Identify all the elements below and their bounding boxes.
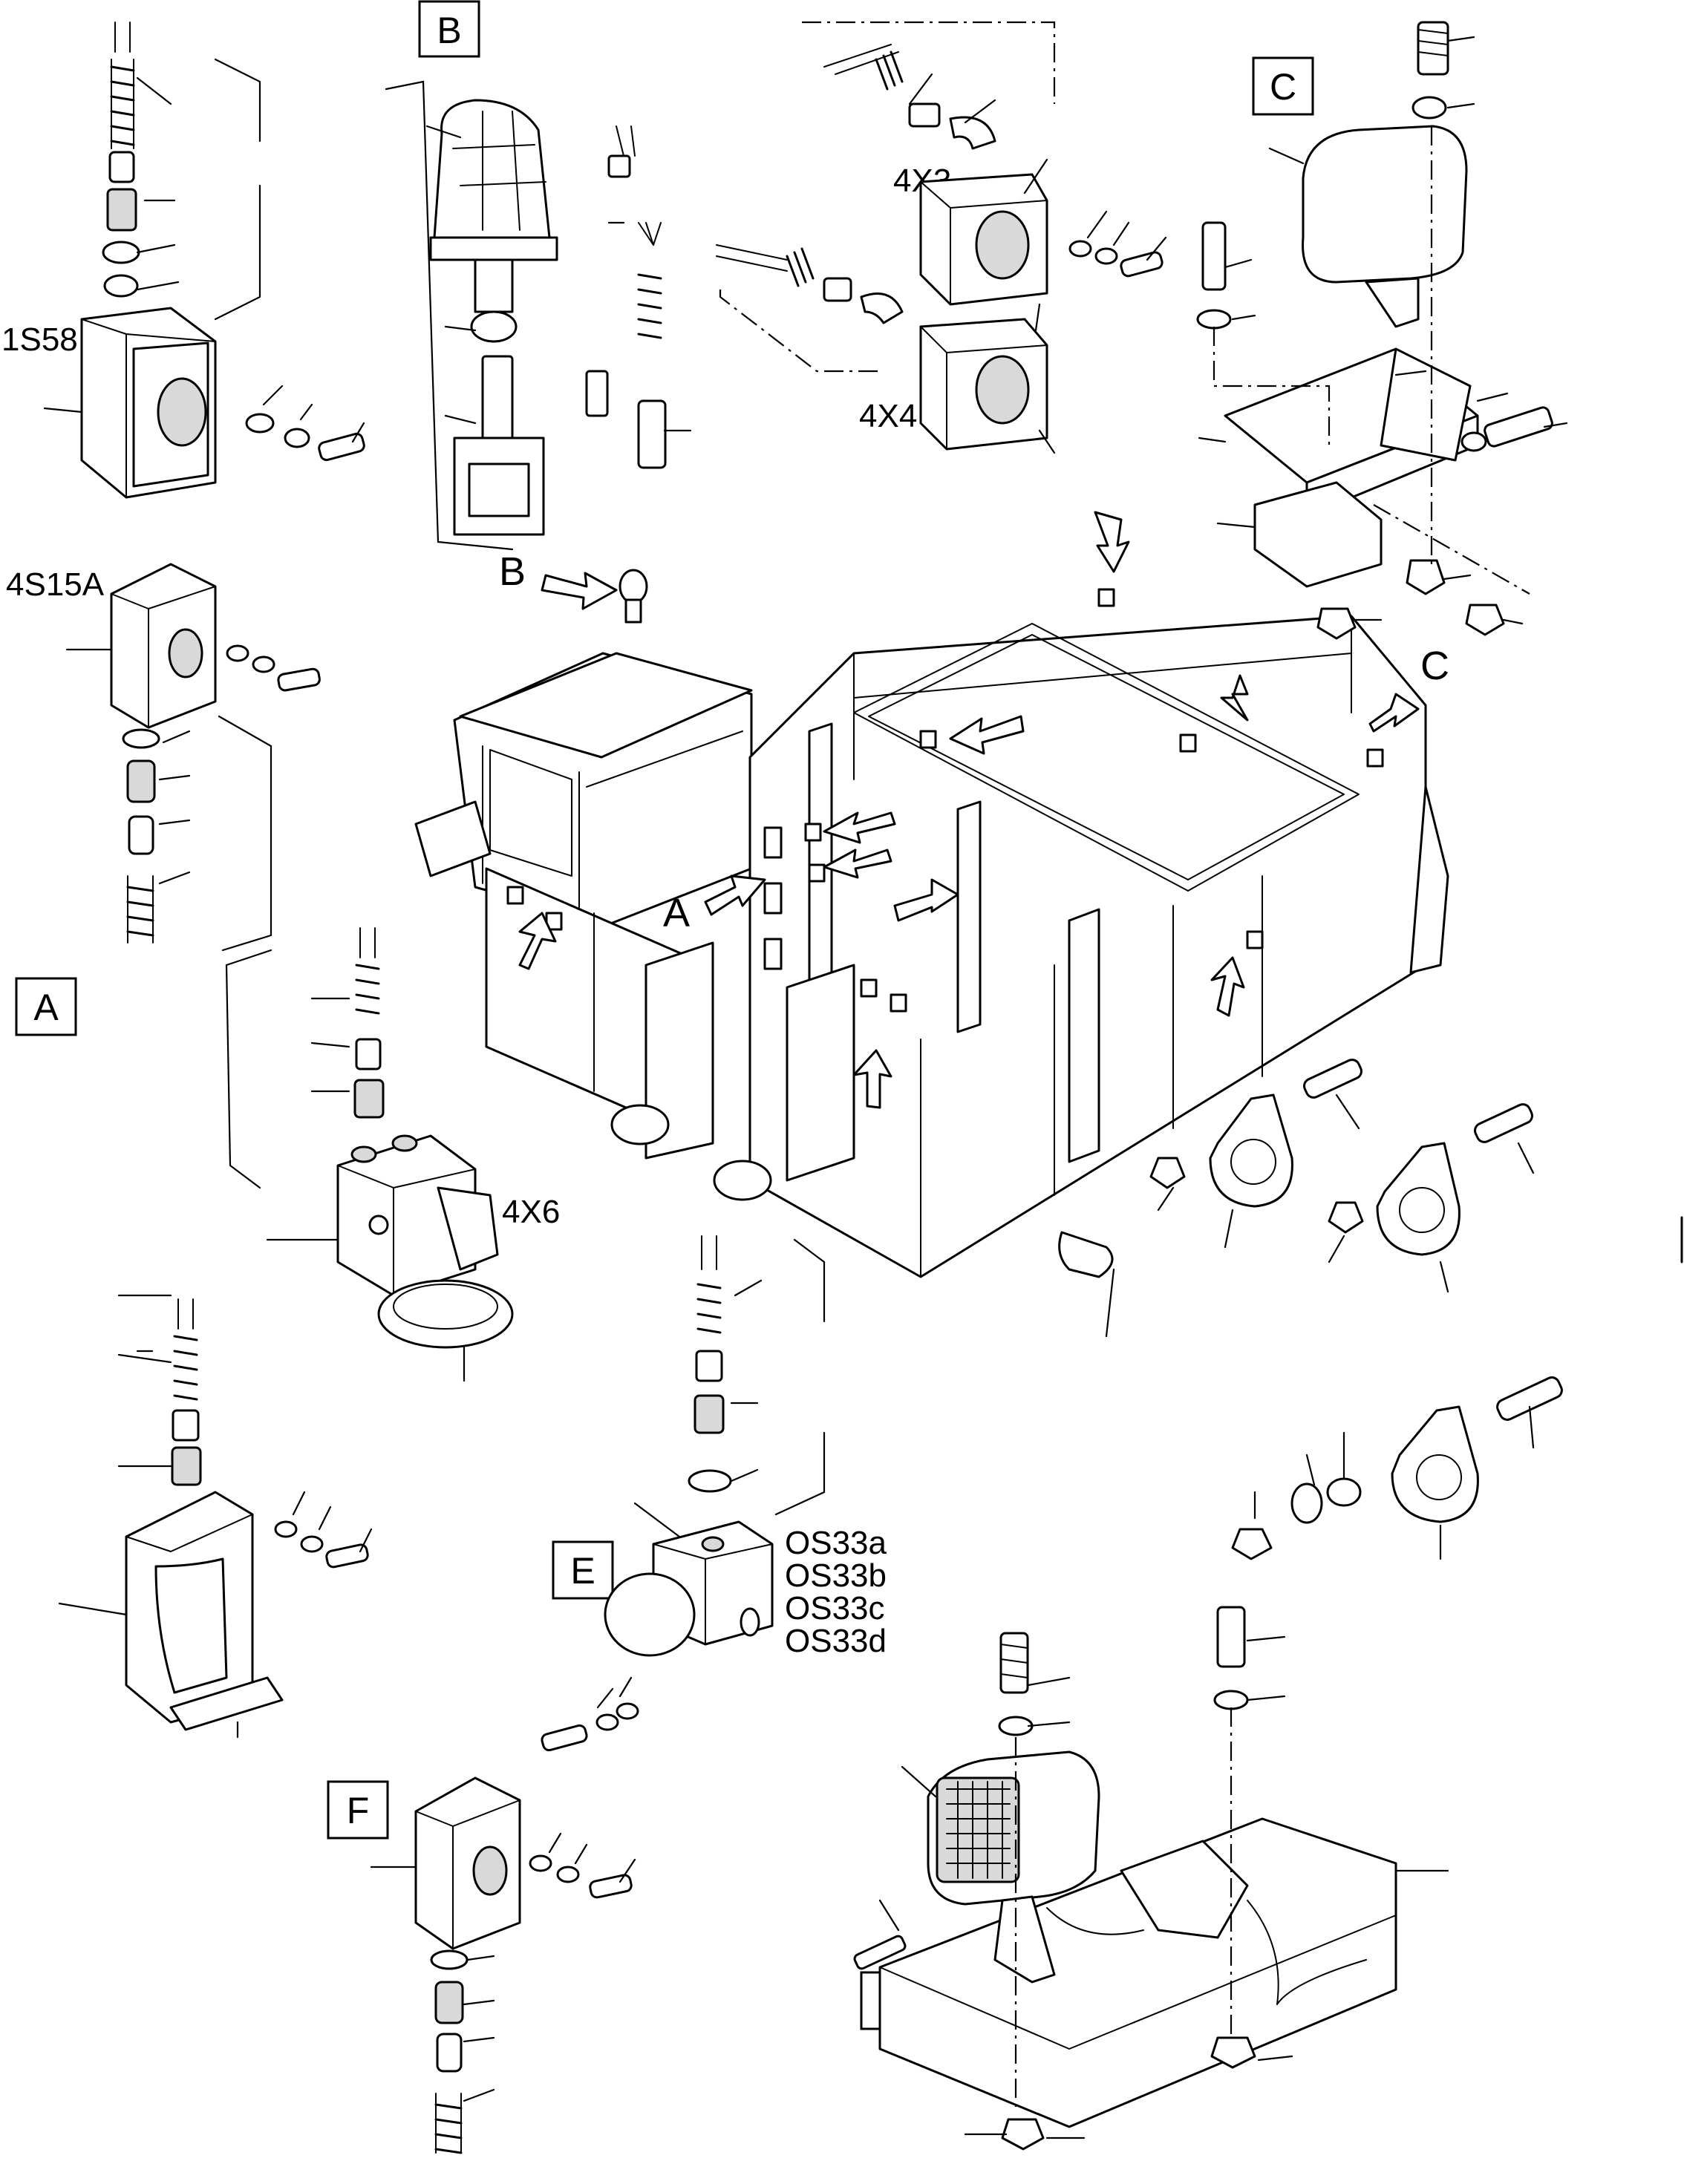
pushbutton-os33-assembly: [541, 1235, 826, 1752]
part-label-os33b: OS33b: [785, 1557, 887, 1594]
socket-4x6-assembly: [225, 927, 514, 1382]
clamp-assemblies: [1149, 1059, 1563, 1560]
part-label-os33a: OS33a: [785, 1525, 887, 1561]
svg-text:B: B: [437, 10, 461, 51]
svg-text:E: E: [570, 1550, 595, 1592]
svg-text:F: F: [347, 1790, 370, 1831]
part-label-4x4: 4X4: [859, 398, 917, 434]
detail-box-c: C: [1252, 56, 1314, 116]
cut-marker: [1058, 1216, 1683, 1338]
detail-box-a: A: [15, 977, 77, 1036]
part-label-4x6: 4X6: [502, 1194, 560, 1230]
switch-4s15a-assembly: [65, 563, 321, 952]
joystick-assembly: [58, 1294, 373, 1739]
part-label-1s58: 1S58: [1, 321, 78, 358]
switch-f-assembly: [370, 1776, 636, 2154]
svg-text:C: C: [1270, 66, 1296, 108]
detail-box-b: B: [418, 0, 480, 58]
detail-box-e: E: [552, 1540, 614, 1600]
work-light-c-assembly: [1196, 21, 1568, 640]
part-label-4s15a: 4S15A: [6, 566, 105, 603]
machine-body: [414, 569, 1449, 1278]
callout-b: B: [499, 549, 526, 594]
switch-1s58-assembly: [43, 22, 365, 499]
part-label-os33c: OS33c: [785, 1590, 885, 1626]
work-light-d-assembly: [853, 1606, 1449, 2151]
beacon-assembly: [385, 80, 692, 551]
callout-c: C: [1420, 644, 1449, 688]
detail-box-f: F: [327, 1780, 389, 1840]
part-label-os33d: OS33d: [785, 1623, 887, 1659]
socket-4x3-4x4-assembly: [716, 21, 1167, 454]
callout-arrows: [518, 511, 1420, 1109]
svg-text:A: A: [33, 987, 59, 1028]
